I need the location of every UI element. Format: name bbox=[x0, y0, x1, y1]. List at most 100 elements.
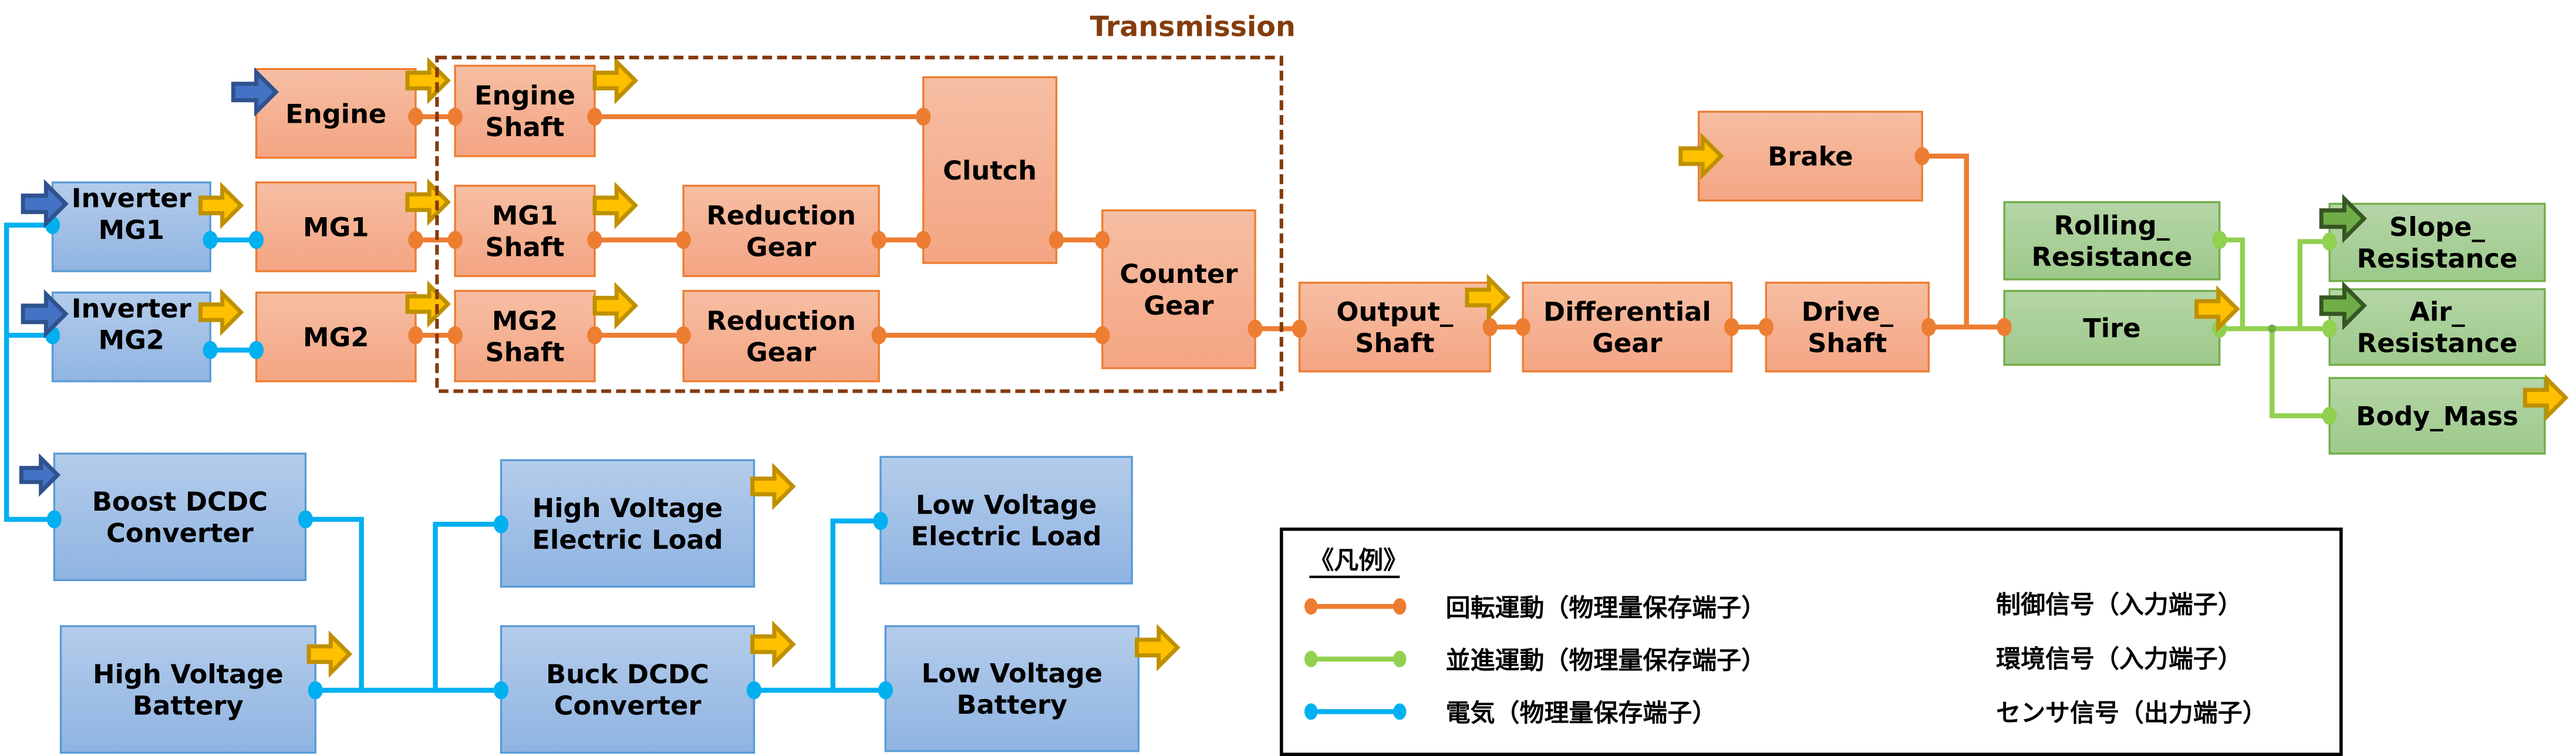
port-terminal[interactable] bbox=[447, 231, 463, 249]
sensor-signal-arrow-icon[interactable] bbox=[2194, 285, 2240, 333]
port-terminal[interactable] bbox=[873, 512, 888, 530]
sensor-signal-arrow-icon[interactable] bbox=[306, 630, 353, 678]
block-frame bbox=[1101, 209, 1256, 369]
port-terminal[interactable] bbox=[46, 510, 62, 529]
port-terminal[interactable] bbox=[248, 231, 264, 249]
port-terminal[interactable] bbox=[2322, 232, 2337, 251]
port-terminal[interactable] bbox=[1914, 147, 1930, 166]
port-terminal[interactable] bbox=[1292, 319, 1307, 338]
sensor-signal-arrow-icon[interactable] bbox=[1135, 623, 1181, 671]
port-terminal[interactable] bbox=[1095, 231, 1110, 249]
port-terminal[interactable] bbox=[493, 515, 509, 534]
block-slope-resistance[interactable]: Slope_Resistance bbox=[2328, 203, 2546, 282]
control-signal-arrow-icon[interactable] bbox=[19, 453, 61, 497]
port-terminal[interactable] bbox=[587, 231, 602, 249]
block-mg1[interactable]: MG1 bbox=[255, 181, 417, 272]
port-terminal[interactable] bbox=[1247, 319, 1263, 338]
sensor-signal-arrow-icon[interactable] bbox=[2523, 374, 2569, 421]
port-terminal[interactable] bbox=[447, 326, 463, 345]
port-terminal[interactable] bbox=[298, 510, 313, 529]
control-signal-arrow-icon[interactable] bbox=[21, 179, 69, 229]
block-label: Rolling_ bbox=[2054, 210, 2170, 241]
port-terminal[interactable] bbox=[447, 107, 463, 126]
sensor-signal-arrow-icon[interactable] bbox=[1465, 274, 1511, 322]
block-air-resistance[interactable]: Air_Resistance bbox=[2328, 288, 2546, 366]
block-label: Resistance bbox=[2357, 328, 2518, 359]
sensor-signal-arrow-icon[interactable] bbox=[750, 463, 796, 511]
environment-signal-arrow-icon[interactable] bbox=[2319, 281, 2367, 330]
port-terminal[interactable] bbox=[1758, 318, 1773, 336]
control-signal-arrow-icon[interactable] bbox=[21, 289, 69, 339]
port-terminal[interactable] bbox=[587, 107, 602, 126]
block-tire[interactable]: Tire bbox=[2003, 289, 2221, 366]
port-terminal[interactable] bbox=[1095, 326, 1110, 345]
port-terminal[interactable] bbox=[1048, 231, 1064, 249]
block-frame bbox=[2328, 203, 2546, 282]
sensor-signal-arrow-icon[interactable] bbox=[198, 288, 244, 336]
block-label: MG2 bbox=[99, 325, 164, 356]
block-engine[interactable]: Engine bbox=[255, 68, 417, 159]
block-body-mass[interactable]: Body_Mass bbox=[2328, 377, 2546, 455]
block-label: Converter bbox=[106, 518, 254, 549]
port-terminal[interactable] bbox=[493, 681, 509, 700]
port-terminal[interactable] bbox=[676, 231, 691, 249]
control-signal-arrow-icon[interactable] bbox=[231, 67, 279, 117]
port-terminal[interactable] bbox=[916, 231, 931, 249]
port-terminal[interactable] bbox=[408, 231, 423, 249]
sensor-signal-arrow-icon[interactable] bbox=[592, 56, 639, 104]
block-mg2[interactable]: MG2 bbox=[255, 291, 417, 383]
port-terminal[interactable] bbox=[2322, 319, 2337, 338]
block-label: Low Voltage bbox=[916, 489, 1097, 520]
port-terminal[interactable] bbox=[2322, 407, 2337, 425]
port-terminal[interactable] bbox=[308, 681, 323, 700]
block-output-shaft[interactable]: Output_Shaft bbox=[1298, 281, 1491, 373]
port-terminal[interactable] bbox=[203, 341, 218, 359]
block-label: Shaft bbox=[485, 112, 565, 143]
port-terminal[interactable] bbox=[248, 341, 264, 359]
port-terminal[interactable] bbox=[587, 326, 602, 345]
port-terminal[interactable] bbox=[1921, 318, 1936, 336]
port-terminal[interactable] bbox=[408, 107, 423, 126]
port-terminal[interactable] bbox=[1997, 318, 2012, 336]
block-clutch[interactable]: Clutch bbox=[922, 76, 1058, 264]
port-terminal[interactable] bbox=[878, 681, 893, 700]
sensor-signal-arrow-icon[interactable] bbox=[750, 620, 796, 668]
port-terminal[interactable] bbox=[916, 107, 931, 126]
sensor-signal-arrow-icon[interactable] bbox=[1678, 132, 1724, 180]
port-terminal[interactable] bbox=[1482, 318, 1498, 336]
block-rolling-resistance[interactable]: Rolling_Resistance bbox=[2003, 201, 2221, 281]
port-terminal[interactable] bbox=[408, 326, 423, 345]
block-brake[interactable]: Brake bbox=[1697, 110, 1923, 202]
port-terminal[interactable] bbox=[2212, 231, 2227, 249]
port-terminal[interactable] bbox=[871, 231, 886, 249]
block-drive-shaft[interactable]: Drive_Shaft bbox=[1765, 281, 1930, 373]
environment-signal-arrow-icon[interactable] bbox=[2319, 194, 2367, 244]
port-terminal[interactable] bbox=[746, 681, 762, 700]
port-terminal[interactable] bbox=[1515, 318, 1530, 336]
sensor-signal-arrow-icon[interactable] bbox=[592, 282, 639, 330]
port-terminal[interactable] bbox=[203, 231, 218, 249]
port-terminal[interactable] bbox=[676, 326, 691, 345]
sensor-signal-arrow-icon[interactable] bbox=[592, 181, 639, 230]
block-label: MG2 bbox=[303, 322, 369, 353]
port-terminal[interactable] bbox=[1724, 318, 1739, 336]
port-terminal[interactable] bbox=[871, 326, 886, 345]
sensor-signal-arrow-icon[interactable] bbox=[198, 181, 244, 230]
legend-item-label: 電気（物理量保存端子） bbox=[1446, 698, 1717, 727]
block-label: Drive_ bbox=[1802, 296, 1894, 327]
